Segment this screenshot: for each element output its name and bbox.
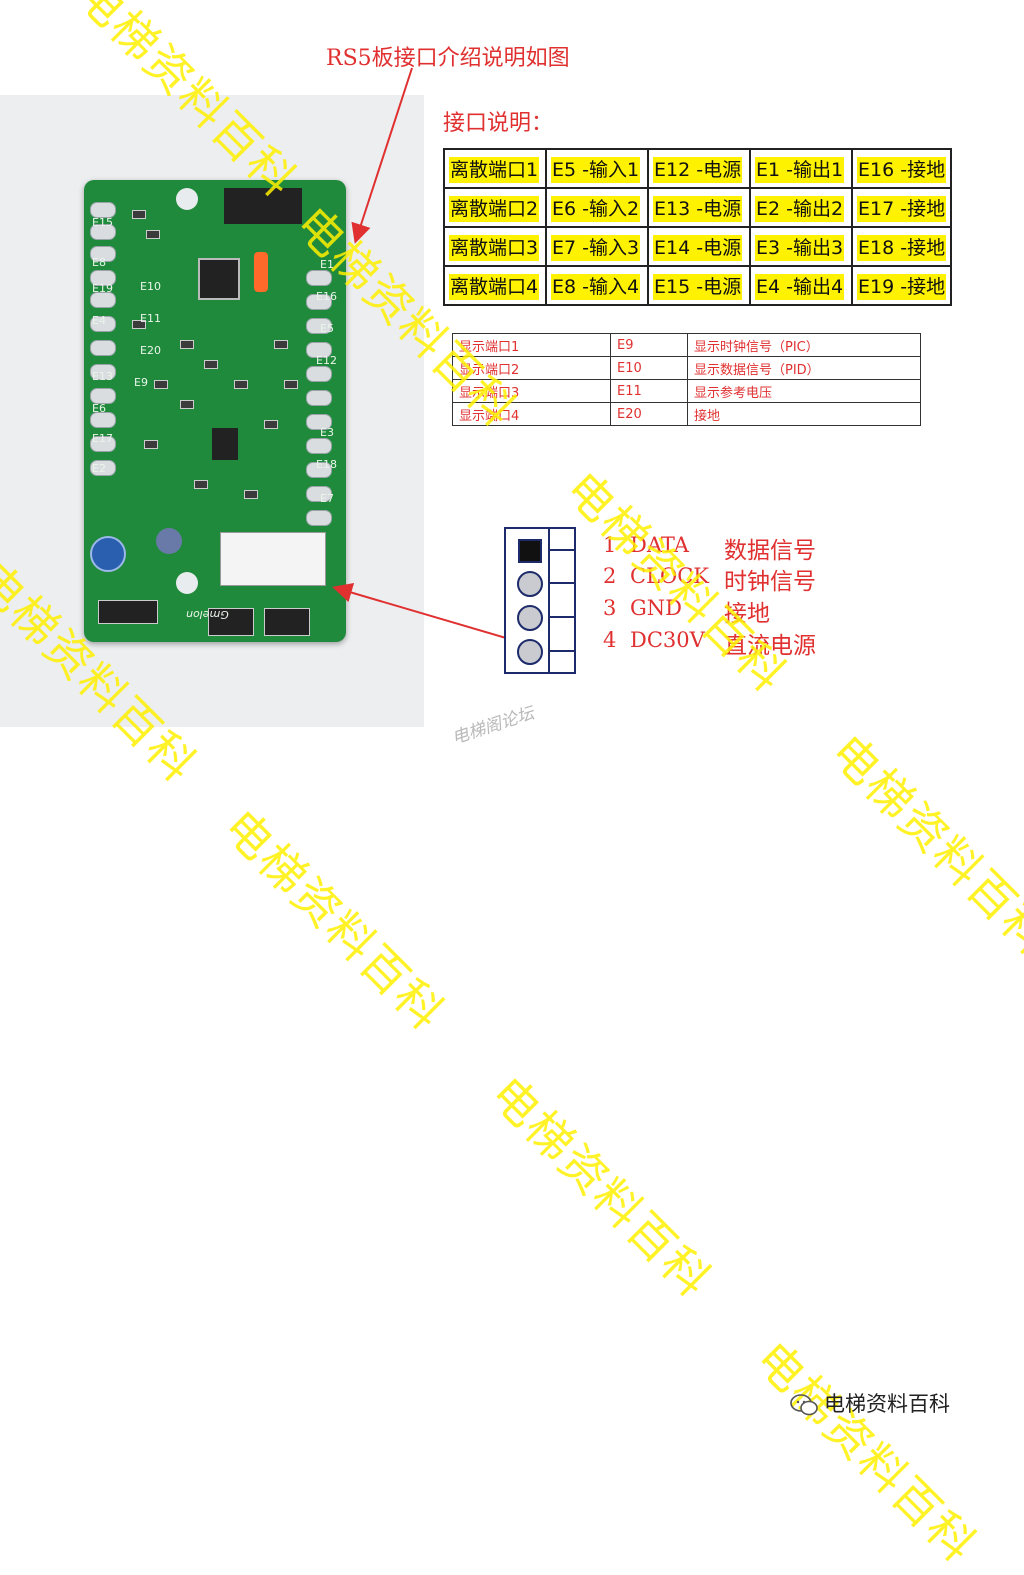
- table-row: 离散端口2 E6 -输入2 E13 -电源 E2 -输出2 E17 -接地: [443, 187, 953, 228]
- dip-switch: [224, 188, 302, 224]
- pcb-label: E18: [316, 458, 337, 471]
- pcb-label: E17: [92, 432, 113, 445]
- table-row: 离散端口3 E7 -输入3 E14 -电源 E3 -输出3 E18 -接地: [443, 226, 953, 267]
- table-cell: E15 -电源: [653, 274, 743, 300]
- table-row: 显示端口1 E9 显示时钟信号（PIC）: [452, 333, 921, 357]
- capacitor-gray: [156, 528, 182, 554]
- pin-desc: 接地: [724, 601, 770, 627]
- connector-diagram: [504, 527, 576, 674]
- led-indicator: [254, 252, 268, 292]
- pcb-label: E3: [320, 426, 334, 439]
- table-cell: E1 -输出1: [755, 157, 845, 183]
- pin-number: 2: [603, 564, 617, 588]
- table-row: 显示端口2 E10 显示数据信号（PID）: [452, 356, 921, 380]
- table-cell: E10: [610, 356, 688, 380]
- pcb-label: E1: [320, 258, 334, 271]
- pcb-label: E8: [92, 256, 106, 269]
- table-cell: E11: [610, 379, 688, 403]
- table-cell: E6 -输入2: [551, 196, 641, 222]
- table-cell: 显示数据信号（PID）: [687, 356, 921, 380]
- pcb-label: E6: [92, 402, 106, 415]
- wechat-icon: [790, 1394, 818, 1416]
- table-cell: 显示参考电压: [687, 379, 921, 403]
- pin-number: 1: [603, 533, 617, 557]
- display-port-table: 显示端口1 E9 显示时钟信号（PIC） 显示端口2 E10 显示数据信号（PI…: [452, 333, 921, 426]
- pin-number: 4: [603, 628, 617, 652]
- pcb-label: E5: [320, 322, 334, 335]
- interface-title: 接口说明：: [443, 111, 554, 136]
- table-cell: E13 -电源: [653, 196, 743, 222]
- brand-text: 电梯资料百科: [824, 1392, 950, 1416]
- pcb-label: E13: [92, 370, 113, 383]
- discrete-port-table: 离散端口1 E5 -输入1 E12 -电源 E1 -输出1 E16 -接地 离散…: [443, 148, 953, 306]
- pcb-label: E2: [92, 462, 106, 475]
- table-cell: E5 -输入1: [551, 157, 641, 183]
- table-cell: E17 -接地: [857, 196, 947, 222]
- pcb-label: E20: [140, 344, 161, 357]
- pin-name: DC30V: [630, 628, 705, 652]
- table-cell: E7 -输入3: [551, 235, 641, 261]
- table-row: 显示端口4 E20 接地: [452, 402, 921, 426]
- annotation-arrows: [332, 67, 507, 639]
- table-cell: E9: [610, 333, 688, 357]
- table-cell: 显示时钟信号（PIC）: [687, 333, 921, 357]
- pcb-board: E15 E8 E19 E4 E13 E6 E17 E2 E1 E16 E5 E1…: [84, 180, 346, 642]
- table-cell: 离散端口4: [449, 274, 540, 300]
- pin-4: [517, 639, 543, 665]
- pcb-label: E9: [134, 376, 148, 389]
- table-cell: E16 -接地: [857, 157, 947, 183]
- mcu-chip: [198, 258, 240, 300]
- connector-arrow: [332, 582, 507, 639]
- ic-chip: [212, 428, 238, 460]
- diode: [208, 608, 254, 636]
- pin-1-square: [518, 539, 542, 563]
- pcb-label: E4: [92, 314, 106, 327]
- pcb-label: E7: [320, 492, 334, 505]
- table-row: 离散端口4 E8 -输入4 E15 -电源 E4 -输出4 E19 -接地: [443, 265, 953, 306]
- table-cell: E19 -接地: [857, 274, 947, 300]
- table-cell: E3 -输出3: [755, 235, 845, 261]
- pcb-label: E10: [140, 280, 161, 293]
- table-cell: E20: [610, 402, 688, 426]
- pin-name: GND: [630, 596, 682, 620]
- pin-2: [517, 571, 543, 597]
- table-cell: E18 -接地: [857, 235, 947, 261]
- mount-hole: [176, 572, 198, 594]
- diode: [264, 608, 310, 636]
- table-cell: E2 -输出2: [755, 196, 845, 222]
- table-cell: 显示端口4: [452, 402, 611, 426]
- table-cell: 离散端口1: [449, 157, 540, 183]
- table-cell: 离散端口3: [449, 235, 540, 261]
- connector-j1: [220, 532, 326, 586]
- pcb-label: E12: [316, 354, 337, 367]
- table-cell: 接地: [687, 402, 921, 426]
- table-cell: 离散端口2: [449, 196, 540, 222]
- table-cell: 显示端口2: [452, 356, 611, 380]
- table-cell: E12 -电源: [653, 157, 743, 183]
- pin-number: 3: [603, 596, 617, 620]
- brand-footer: 电梯资料百科: [790, 1388, 950, 1418]
- capacitor-blue: [90, 536, 126, 572]
- pin-desc: 时钟信号: [724, 569, 816, 595]
- pin-desc: 数据信号: [724, 538, 816, 564]
- pcb-label: E11: [140, 312, 161, 325]
- pcb-label: E15: [92, 216, 113, 229]
- pin-name: CLOCK: [630, 564, 709, 588]
- title-arrow: [351, 67, 413, 244]
- page-title: RS5板接口介绍说明如图: [326, 46, 570, 71]
- diode: [98, 600, 158, 624]
- pin-3: [517, 605, 543, 631]
- table-row: 离散端口1 E5 -输入1 E12 -电源 E1 -输出1 E16 -接地: [443, 148, 953, 189]
- mount-hole: [176, 188, 198, 210]
- pin-name: DATA: [630, 533, 689, 557]
- pcb-label: E19: [92, 282, 113, 295]
- pin-desc: 直流电源: [724, 633, 816, 659]
- table-cell: E8 -输入4: [551, 274, 641, 300]
- pcb-label: E16: [316, 290, 337, 303]
- table-cell: E4 -输出4: [755, 274, 845, 300]
- table-row: 显示端口3 E11 显示参考电压: [452, 379, 921, 403]
- table-cell: E14 -电源: [653, 235, 743, 261]
